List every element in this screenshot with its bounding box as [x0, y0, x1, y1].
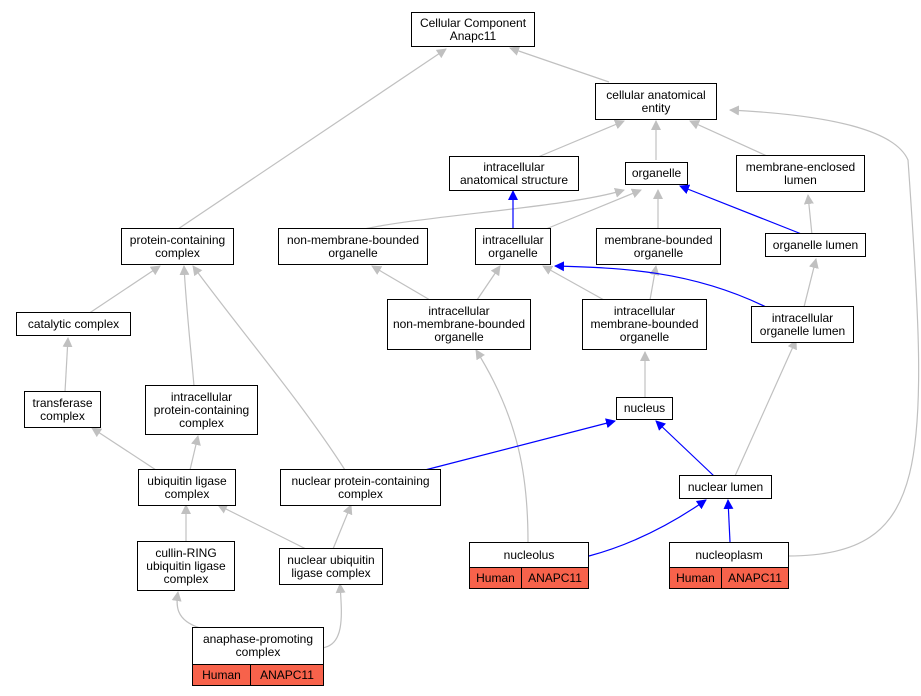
node-nucleus[interactable]: nucleus: [616, 397, 673, 420]
node-ubiquitin-ligase-complex[interactable]: ubiquitin ligase complex: [138, 469, 236, 506]
node-cullin-ring-ubiquitin-ligase-complex[interactable]: cullin-RING ubiquitin ligase complex: [137, 541, 235, 591]
node-anaphase-promoting-complex[interactable]: anaphase-promoting complex Human ANAPC11: [192, 627, 324, 686]
species-cell: Human: [670, 568, 721, 588]
edge: [803, 258, 819, 308]
edge: [679, 184, 805, 236]
annotation-row: Human ANAPC11: [470, 568, 588, 588]
edge: [62, 337, 73, 393]
edge: [509, 46, 610, 83]
node-cellular-anatomical-entity[interactable]: cellular anatomical entity: [595, 83, 717, 120]
edge: [179, 265, 195, 387]
edge: [734, 339, 797, 477]
node-intracellular-membrane-bounded-organelle[interactable]: intracellular membrane-bounded organelle: [582, 299, 707, 350]
species-cell: Human: [470, 568, 521, 588]
node-membrane-bounded-organelle[interactable]: membrane-bounded organelle: [596, 228, 721, 265]
edge: [542, 265, 605, 301]
node-nucleolus[interactable]: nucleolus Human ANAPC11: [469, 542, 589, 589]
node-protein-containing-complex[interactable]: protein-containing complex: [121, 228, 234, 265]
edge: [537, 119, 625, 158]
edge: [87, 265, 161, 315]
node-intracellular-organelle-lumen[interactable]: intracellular organelle lumen: [751, 306, 854, 343]
edge: [424, 418, 616, 471]
edge: [332, 504, 353, 550]
edge: [803, 194, 814, 236]
edge: [475, 349, 529, 543]
annotation-row: Human ANAPC11: [670, 568, 788, 588]
edge: [171, 591, 201, 629]
node-nucleoplasm[interactable]: nucleoplasm Human ANAPC11: [669, 542, 789, 589]
node-intracellular-anatomical-structure[interactable]: intracellular anatomical structure: [449, 156, 579, 191]
node-organelle-lumen[interactable]: organelle lumen: [765, 233, 866, 257]
edge: [91, 427, 157, 471]
node-intracellular-protein-containing-complex[interactable]: intracellular protein-containing complex: [145, 385, 258, 435]
edge: [371, 265, 431, 301]
node-title: nucleoplasm: [670, 543, 788, 568]
node-nuclear-protein-containing-complex[interactable]: nuclear protein-containing complex: [280, 469, 441, 506]
edge: [363, 187, 625, 230]
edge: [217, 504, 307, 550]
edge: [476, 265, 501, 301]
gene-cell: ANAPC11: [720, 568, 788, 588]
node-membrane-enclosed-lumen[interactable]: membrane-enclosed lumen: [736, 155, 865, 192]
node-nuclear-ubiquitin-ligase-complex[interactable]: nuclear ubiquitin ligase complex: [279, 548, 383, 585]
edge: [655, 420, 715, 477]
node-non-membrane-bounded-organelle[interactable]: non-membrane-bounded organelle: [278, 228, 428, 265]
edge: [177, 48, 447, 230]
edge: [189, 435, 201, 471]
node-catalytic-complex[interactable]: catalytic complex: [16, 312, 131, 336]
gene-cell: ANAPC11: [249, 665, 323, 685]
node-intracellular-organelle[interactable]: intracellular organelle: [475, 228, 551, 265]
node-title: nucleolus: [470, 543, 588, 568]
annotation-row: Human ANAPC11: [193, 665, 323, 685]
node-organelle[interactable]: organelle: [625, 162, 688, 185]
edge: [192, 265, 346, 471]
gene-cell: ANAPC11: [520, 568, 588, 588]
node-nuclear-lumen[interactable]: nuclear lumen: [679, 475, 772, 499]
edge: [729, 105, 920, 557]
edge: [649, 265, 660, 301]
edge: [554, 261, 767, 308]
node-title: anaphase-promoting complex: [193, 628, 323, 665]
edge: [588, 499, 707, 557]
node-cellular-component-anapc11[interactable]: Cellular Component Anapc11: [411, 12, 535, 47]
node-transferase-complex[interactable]: transferase complex: [24, 391, 101, 428]
edge: [689, 120, 768, 157]
edge: [545, 188, 642, 230]
species-cell: Human: [193, 665, 250, 685]
node-intracellular-non-membrane-bounded-organelle[interactable]: intracellular non-membrane-bounded organ…: [387, 299, 531, 350]
edge: [321, 583, 346, 649]
edge: [723, 499, 734, 543]
